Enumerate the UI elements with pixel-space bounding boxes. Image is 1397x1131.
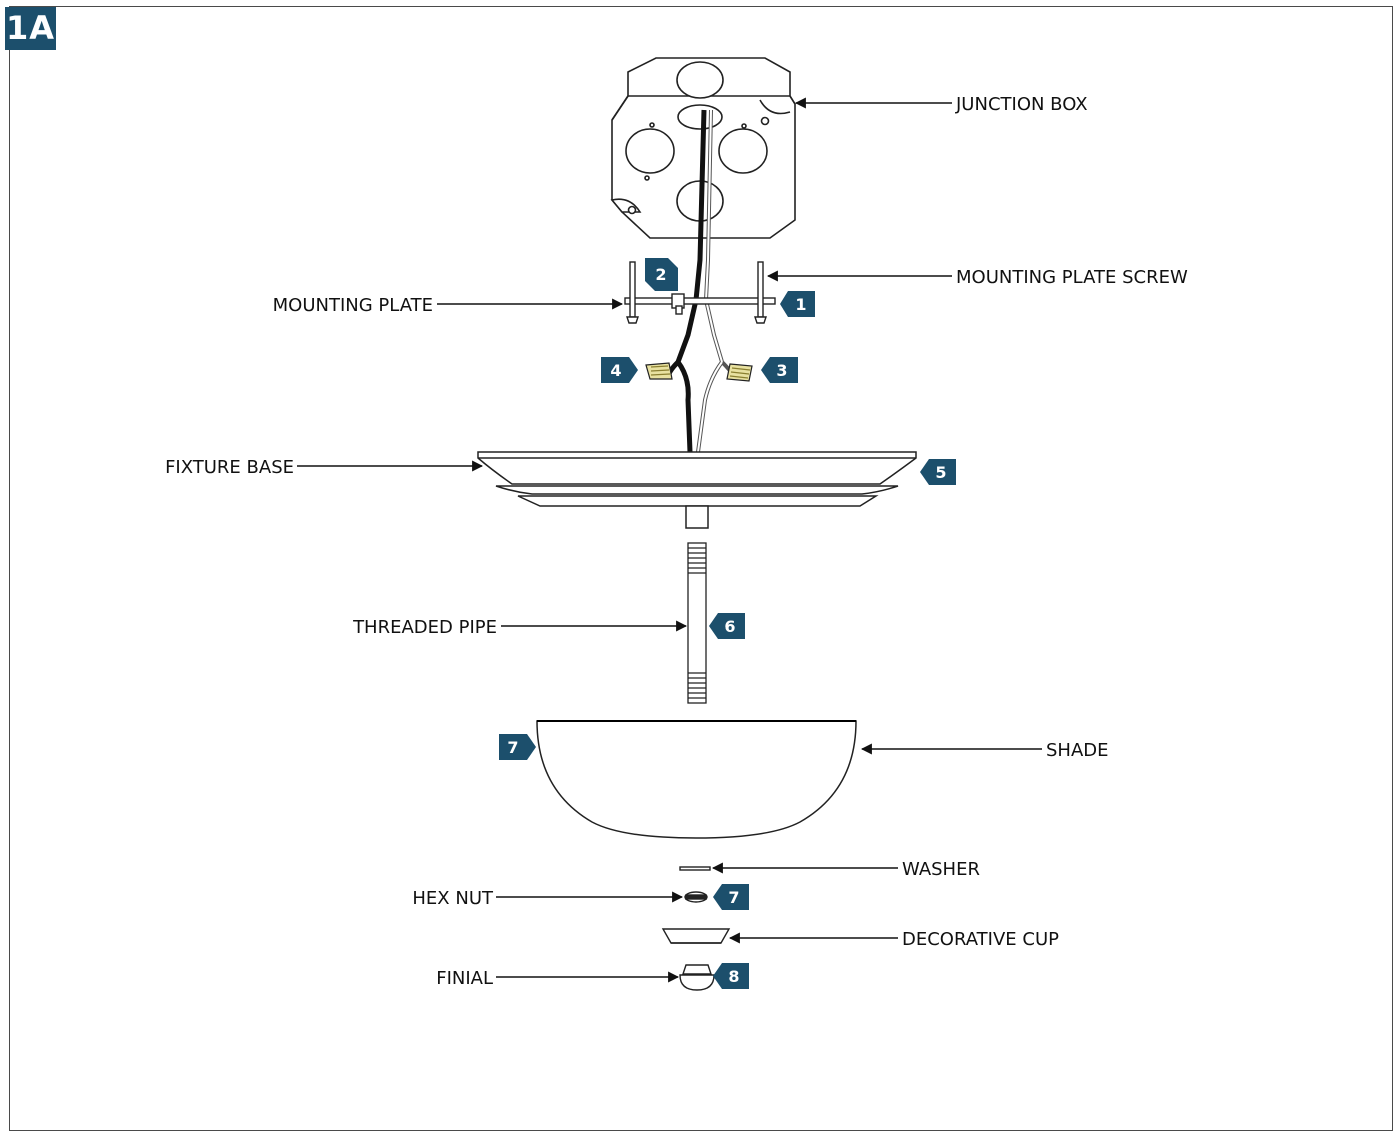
- label-finial: FINIAL: [436, 968, 493, 989]
- threaded-pipe-drawing: [687, 542, 707, 704]
- label-mounting-plate: MOUNTING PLATE: [273, 295, 433, 316]
- label-shade: SHADE: [1046, 740, 1109, 761]
- label-decorative-cup: DECORATIVE CUP: [902, 929, 1059, 950]
- svg-text:7: 7: [728, 888, 739, 907]
- junction-box-drawing: [610, 57, 796, 239]
- step-badge-7-nut: 7: [713, 884, 749, 910]
- svg-text:8: 8: [728, 967, 739, 986]
- leader-arrows: [297, 97, 1042, 983]
- svg-text:4: 4: [610, 361, 621, 380]
- svg-text:3: 3: [776, 361, 787, 380]
- label-hex-nut: HEX NUT: [412, 888, 494, 909]
- step-badge-3: 3: [761, 357, 798, 383]
- small-parts-drawing: [661, 866, 731, 991]
- label-washer: WASHER: [902, 859, 980, 880]
- step-badge-8: 8: [713, 963, 749, 989]
- wire-connectors: [645, 362, 753, 382]
- figure-badge: 1A: [5, 7, 56, 50]
- shade-drawing: [536, 720, 857, 839]
- label-fixture-base: FIXTURE BASE: [165, 457, 294, 478]
- svg-text:1: 1: [795, 295, 806, 314]
- label-junction-box: JUNCTION BOX: [955, 94, 1088, 115]
- svg-text:6: 6: [724, 617, 735, 636]
- label-mounting-plate-screw: MOUNTING PLATE SCREW: [956, 267, 1188, 288]
- step-badge-1: 1: [780, 291, 815, 317]
- step-badge-2: 2: [645, 258, 678, 291]
- svg-text:5: 5: [935, 463, 946, 482]
- svg-text:2: 2: [655, 265, 666, 284]
- step-badge-6: 6: [709, 613, 745, 639]
- svg-text:7: 7: [507, 738, 518, 757]
- step-badge-7-shade: 7: [499, 734, 536, 760]
- label-threaded-pipe: THREADED PIPE: [352, 617, 497, 638]
- step-badge-4: 4: [601, 357, 638, 383]
- fixture-base-drawing: [477, 451, 917, 529]
- step-badge-5: 5: [920, 459, 956, 485]
- mounting-plate-drawing: [624, 261, 776, 324]
